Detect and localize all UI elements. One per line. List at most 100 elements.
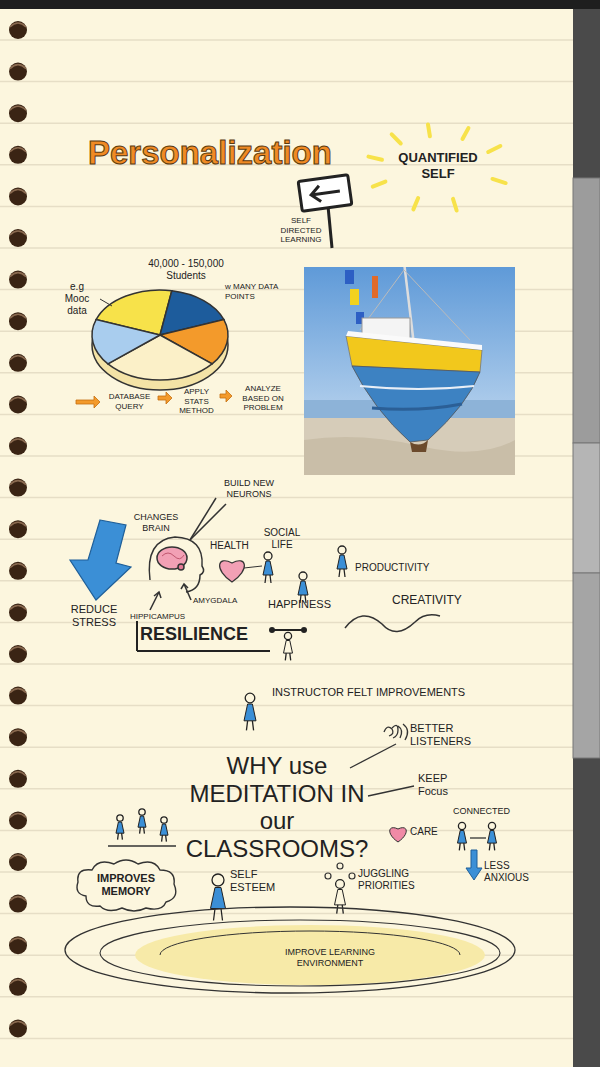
figure-leg	[214, 909, 216, 921]
section-heading: WHY use MEDITATION IN our CLASSROOMS?	[182, 752, 372, 862]
sun-ray	[493, 179, 506, 183]
spiral-ring	[9, 562, 27, 580]
note-label: CREATIVITY	[392, 593, 487, 607]
figure-leg	[161, 835, 163, 841]
figure-leg	[270, 575, 271, 583]
figure-body	[138, 816, 146, 827]
figure-leg	[342, 905, 343, 914]
figure-body	[284, 641, 293, 654]
part-label: AMYGDALA	[193, 596, 249, 606]
figure-body	[458, 831, 467, 844]
spiral-ring	[10, 855, 26, 859]
spiral-ring	[10, 730, 26, 734]
note-label: CHANGES BRAIN	[128, 512, 184, 534]
figure-body	[116, 822, 124, 833]
spiral-ring	[10, 897, 26, 901]
spiral-ring	[10, 564, 26, 568]
step-label: DATABASE QUERY	[102, 392, 157, 411]
note-label: BETTER LISTENERS	[410, 722, 484, 748]
figure-body	[335, 890, 346, 905]
heart	[220, 561, 262, 582]
figure-leg	[289, 653, 291, 660]
sun-ray	[428, 124, 430, 136]
ruled-line	[0, 705, 573, 707]
spiral-ring	[9, 1019, 27, 1037]
sun-ray	[463, 128, 469, 139]
spiral-ring	[10, 1021, 26, 1025]
figure-head	[139, 809, 145, 815]
note-label: SOCIAL LIFE	[258, 527, 306, 551]
spiral-ring	[10, 148, 26, 152]
barbell	[272, 629, 304, 631]
step-label: APPLY STATS METHOD	[174, 387, 219, 416]
barbell	[269, 627, 275, 633]
badge-label: QUANTIFIED SELF	[388, 150, 488, 181]
figure-leg	[139, 827, 141, 833]
spiral-ring	[9, 312, 27, 330]
figure-leg	[344, 569, 345, 577]
ruled-line	[0, 39, 573, 41]
spiral-ring	[9, 104, 27, 122]
spiral-ring	[9, 63, 27, 81]
ruled-line	[0, 206, 573, 208]
ruled-line	[0, 746, 573, 748]
desks	[108, 845, 176, 846]
spiral-ring	[10, 231, 26, 235]
ruled-line	[0, 122, 573, 124]
heading-label: RESILIENCE	[140, 624, 280, 646]
figure-body	[337, 555, 347, 569]
figure-head	[212, 874, 224, 886]
figure-leg	[489, 843, 491, 850]
spiral-ring	[9, 520, 27, 538]
sunburst	[368, 124, 505, 210]
note-label: 40,000 - 150,000 Students	[128, 258, 244, 282]
spiral-ring	[10, 189, 26, 193]
ellipse-fill	[135, 925, 485, 985]
figure-body	[211, 888, 226, 909]
sun-ray	[368, 157, 382, 160]
spiral-ring	[9, 146, 27, 164]
note-label: INSTRUCTOR FELT IMPROVEMENTS	[272, 686, 502, 699]
ruled-line	[0, 497, 573, 499]
note-label: PRODUCTIVITY	[355, 562, 450, 574]
ruled-line	[0, 913, 573, 915]
figure-body	[244, 704, 256, 721]
step-label: ANALYZE BASED ON PROBLEM	[234, 384, 292, 413]
spiral-ring	[10, 397, 26, 401]
figure-head	[458, 822, 465, 829]
sun-ray	[488, 146, 500, 152]
part-label: HIPPICAMPUS	[130, 612, 202, 622]
figure-leg	[165, 835, 167, 841]
figure-leg	[493, 843, 495, 850]
care-heart	[390, 828, 407, 842]
spiral-ring	[10, 980, 26, 984]
note-label: CONNECTED	[453, 806, 533, 817]
spiral-ring	[10, 813, 26, 817]
spiral-ring	[10, 439, 26, 443]
note-label: KEEP Focus	[418, 772, 480, 798]
figure-leg	[285, 653, 287, 660]
creativity-swirl	[345, 615, 440, 632]
spiral-ring	[9, 811, 27, 829]
ruled-line	[0, 663, 573, 665]
figure-body	[160, 824, 168, 835]
spiral-ring	[10, 689, 26, 693]
less-arrow	[466, 850, 482, 880]
note-label: REDUCE STRESS	[58, 603, 130, 629]
node-text: IMPROVES MEMORY	[80, 872, 172, 898]
sun-ray	[413, 198, 418, 209]
figure-head	[338, 546, 346, 554]
figure-leg	[221, 909, 223, 921]
spiral-ring	[10, 65, 26, 69]
barbell	[301, 627, 307, 633]
spiral-ring	[10, 772, 26, 776]
spiral-ring	[9, 728, 27, 746]
figure-body	[488, 831, 497, 844]
sun-ray	[373, 182, 386, 187]
figure-leg	[459, 843, 461, 850]
juggling-balls	[325, 863, 355, 879]
figure-head	[299, 572, 307, 580]
spiral-ring	[9, 187, 27, 205]
